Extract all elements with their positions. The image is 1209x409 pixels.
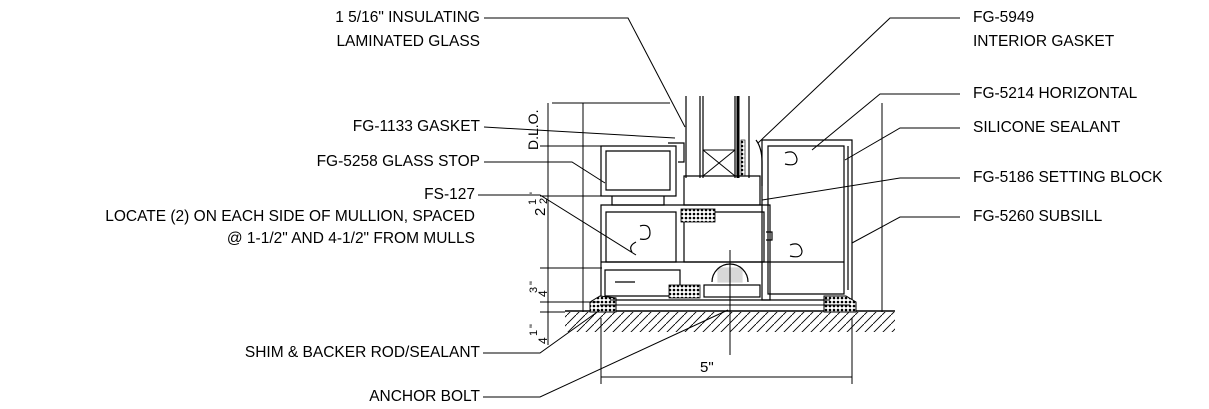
height-lower-num: 3 bbox=[528, 287, 540, 293]
glass-callout-line-1: 1 5/16" INSULATING bbox=[335, 9, 480, 26]
horizontal-profile bbox=[600, 175, 773, 301]
glass-callout: 1 5/16" INSULATING LAMINATED GLASS bbox=[260, 8, 480, 52]
dlo-label: D.L.O. bbox=[525, 110, 541, 150]
dimension-labels: D.L.O. 2 1 2 " 3 4 " 1 4 " 5" bbox=[525, 110, 714, 376]
glass-stop-callout: FG-5258 GLASS STOP bbox=[316, 153, 480, 170]
subsill-callout: FG-5260 SUBSILL bbox=[973, 208, 1103, 225]
height-upper-whole: 2 bbox=[532, 208, 549, 216]
opening-lines bbox=[552, 102, 883, 312]
fs127-line-2: LOCATE (2) ON EACH SIDE OF MULLION, SPAC… bbox=[105, 208, 475, 225]
anchor-callout: ANCHOR BOLT bbox=[369, 388, 480, 405]
width-label: 5" bbox=[700, 359, 714, 376]
height-lower-den: 4 bbox=[536, 290, 550, 297]
setting-block-callout: FG-5186 SETTING BLOCK bbox=[973, 169, 1163, 186]
shim-gap-unit: " bbox=[528, 324, 540, 328]
glass-callout-line-2: LAMINATED GLASS bbox=[336, 33, 480, 50]
insulating-glass bbox=[685, 96, 750, 178]
interior-gasket-line-2: INTERIOR GASKET bbox=[973, 33, 1115, 50]
shim-callout: SHIM & BACKER ROD/SEALANT bbox=[244, 344, 480, 361]
fs127-callout: FS-127 LOCATE (2) ON EACH SIDE OF MULLIO… bbox=[20, 185, 475, 249]
height-upper-num: 1 bbox=[527, 199, 539, 205]
interior-gasket-callout: FG-5949 INTERIOR GASKET bbox=[973, 8, 1114, 52]
horizontal-callout: FG-5214 HORIZONTAL bbox=[973, 85, 1138, 102]
shim-and-backer-rod bbox=[589, 295, 857, 313]
anchor-bolt-head bbox=[703, 250, 761, 355]
height-lower-unit: " bbox=[528, 281, 540, 285]
silicone-callout: SILICONE SEALANT bbox=[973, 119, 1121, 136]
callout-leaders bbox=[478, 17, 960, 398]
glass-stop-profile bbox=[600, 142, 685, 206]
interior-gasket-line-1: FG-5949 bbox=[973, 9, 1035, 26]
gasket-callout: FG-1133 GASKET bbox=[352, 118, 480, 135]
height-upper-den: 2 bbox=[538, 198, 550, 204]
fs127-line-3: @ 1-1/2" AND 4-1/2" FROM MULLS bbox=[226, 230, 475, 247]
height-upper-unit: " bbox=[528, 192, 540, 196]
fs127-line-1: FS-127 bbox=[424, 186, 475, 203]
dimension-lines bbox=[540, 103, 853, 384]
setting-block bbox=[668, 208, 716, 299]
shim-gap-num: 1 bbox=[528, 330, 540, 336]
shim-gap-den: 4 bbox=[536, 337, 550, 344]
